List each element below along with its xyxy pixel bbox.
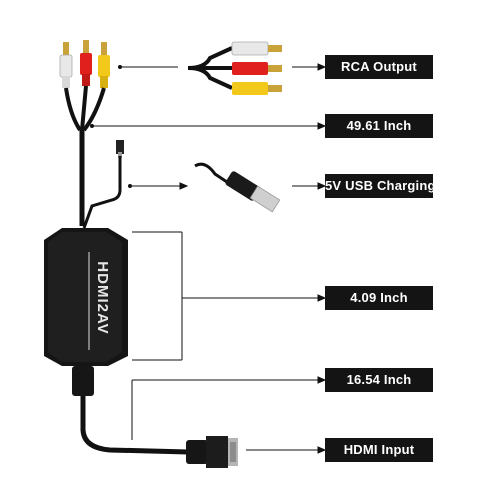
rca-plugs-center [187,41,282,95]
label-box-length: 4.09 Inch [325,286,433,310]
label-usb-charging: 5V USB Charging [325,174,435,198]
label-hdmi-input: HDMI Input [325,438,433,462]
label-cable-length: 49.61 Inch [325,114,433,138]
label-hdmi-cable-length: 16.54 Inch [325,368,433,392]
usb-a-plug [194,162,281,213]
rca-plugs-left [59,40,110,132]
hdmi-cable [72,366,238,468]
micro-usb-branch [82,140,124,229]
brand-text: HDMI2AV [94,261,111,335]
converter-box [44,228,128,366]
label-rca-output: RCA Output [325,55,433,79]
callout-lines [90,63,327,454]
